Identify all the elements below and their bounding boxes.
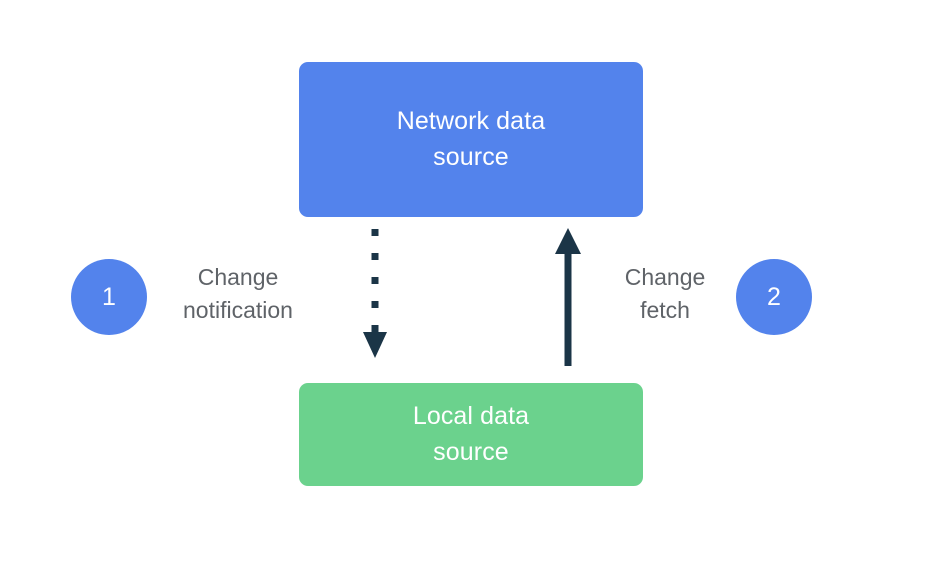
step-badge-2-number: 2 (767, 282, 781, 311)
edge-label-change-notification: Change notification (183, 264, 293, 323)
step-badge-2: 2 (736, 259, 812, 335)
node-local-data-source-label: Local data source (412, 402, 530, 466)
step-badge-1-number: 1 (102, 282, 116, 311)
arrow-up-solid-icon (555, 228, 581, 366)
edge-label-change-fetch: Change fetch (624, 264, 706, 323)
arrow-down-dotted-icon (363, 229, 387, 358)
node-network-data-source-label: Network data source (396, 107, 546, 171)
node-network-data-source: Network data source (299, 62, 643, 217)
node-local-data-source: Local data source (299, 383, 643, 486)
step-badge-1: 1 (71, 259, 147, 335)
